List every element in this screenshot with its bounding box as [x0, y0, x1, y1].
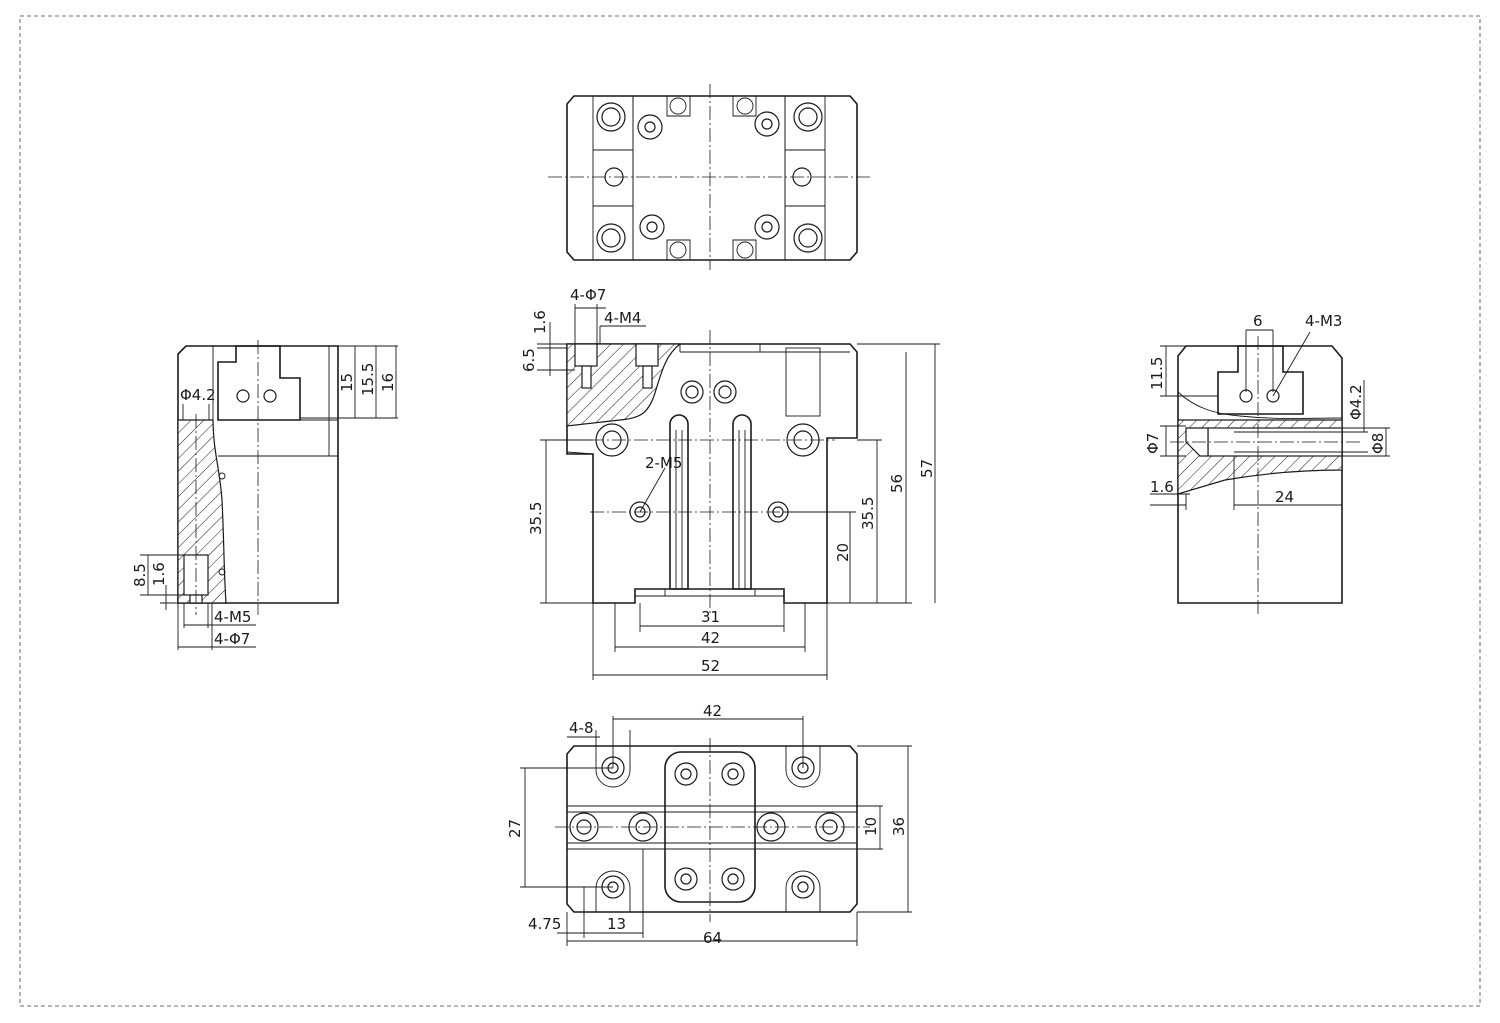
- label-35-5-left: 35.5: [527, 502, 545, 535]
- label-24: 24: [1275, 488, 1294, 506]
- label-4-phi7: 4-Φ7: [570, 286, 606, 304]
- label-phi4-2: Φ4.2: [180, 386, 216, 404]
- label-4-m5: 4-M5: [214, 608, 251, 626]
- label-phi8: Φ8: [1369, 433, 1387, 454]
- sheet-border: [19, 15, 1481, 1007]
- label-6: 6: [1253, 312, 1263, 330]
- label-4-8: 4-8: [569, 719, 594, 737]
- right-dimension-labels: 6 4-M3 11.5 Φ4.2 Φ7 Φ8 1.6 24: [1144, 312, 1387, 506]
- bottom-view: 4-8 42 27 10 36 4.75 13 64: [506, 702, 912, 947]
- front-view: 4-Φ7 4-M4 1.6 6.5 2-M5 35.5 35.5 20 56 5…: [520, 286, 940, 680]
- top-view: [548, 84, 872, 270]
- left-side-view: Φ4.2 15 15.5 16 8.5 1.6 4-M5 4-Φ7: [131, 340, 398, 650]
- label-4-phi7: 4-Φ7: [214, 630, 250, 648]
- label-1-6: 1.6: [1150, 478, 1174, 496]
- left-dimension-labels: Φ4.2 15 15.5 16 8.5 1.6 4-M5 4-Φ7: [131, 363, 397, 648]
- label-8-5: 8.5: [131, 563, 149, 587]
- top-view-holes: [596, 102, 823, 253]
- label-2-m5: 2-M5: [645, 454, 682, 472]
- label-6-5: 6.5: [520, 348, 538, 372]
- label-13: 13: [607, 915, 626, 933]
- label-15: 15: [338, 373, 356, 392]
- label-36: 36: [890, 817, 908, 836]
- bottom-dimension-labels: 4-8 42 27 10 36 4.75 13 64: [506, 702, 908, 947]
- label-4-m4: 4-M4: [604, 309, 641, 327]
- front-dimensions: [537, 304, 940, 680]
- label-phi4-2: Φ4.2: [1347, 384, 1365, 420]
- front-dimension-labels: 4-Φ7 4-M4 1.6 6.5 2-M5 35.5 35.5 20 56 5…: [520, 286, 936, 675]
- label-16: 16: [379, 373, 397, 392]
- label-phi7: Φ7: [1144, 433, 1162, 454]
- label-15-5: 15.5: [359, 363, 377, 396]
- label-64: 64: [703, 929, 722, 947]
- bottom-dimensions: [520, 716, 912, 946]
- label-42: 42: [701, 629, 720, 647]
- label-11-5: 11.5: [1148, 357, 1166, 390]
- label-57: 57: [918, 459, 936, 478]
- label-10: 10: [862, 817, 880, 836]
- label-56: 56: [888, 474, 906, 493]
- label-20: 20: [834, 543, 852, 562]
- label-31: 31: [701, 608, 720, 626]
- label-1-6: 1.6: [150, 562, 168, 586]
- label-4-75: 4.75: [528, 915, 561, 933]
- right-side-view: 6 4-M3 11.5 Φ4.2 Φ7 Φ8 1.6 24: [1144, 312, 1390, 615]
- label-1-6: 1.6: [531, 310, 549, 334]
- label-27: 27: [506, 819, 524, 838]
- label-42: 42: [703, 702, 722, 720]
- label-4-m3: 4-M3: [1305, 312, 1342, 330]
- right-dimensions: [1150, 329, 1390, 510]
- left-dimensions: [140, 345, 398, 650]
- label-52: 52: [701, 657, 720, 675]
- label-35-5-right: 35.5: [859, 497, 877, 530]
